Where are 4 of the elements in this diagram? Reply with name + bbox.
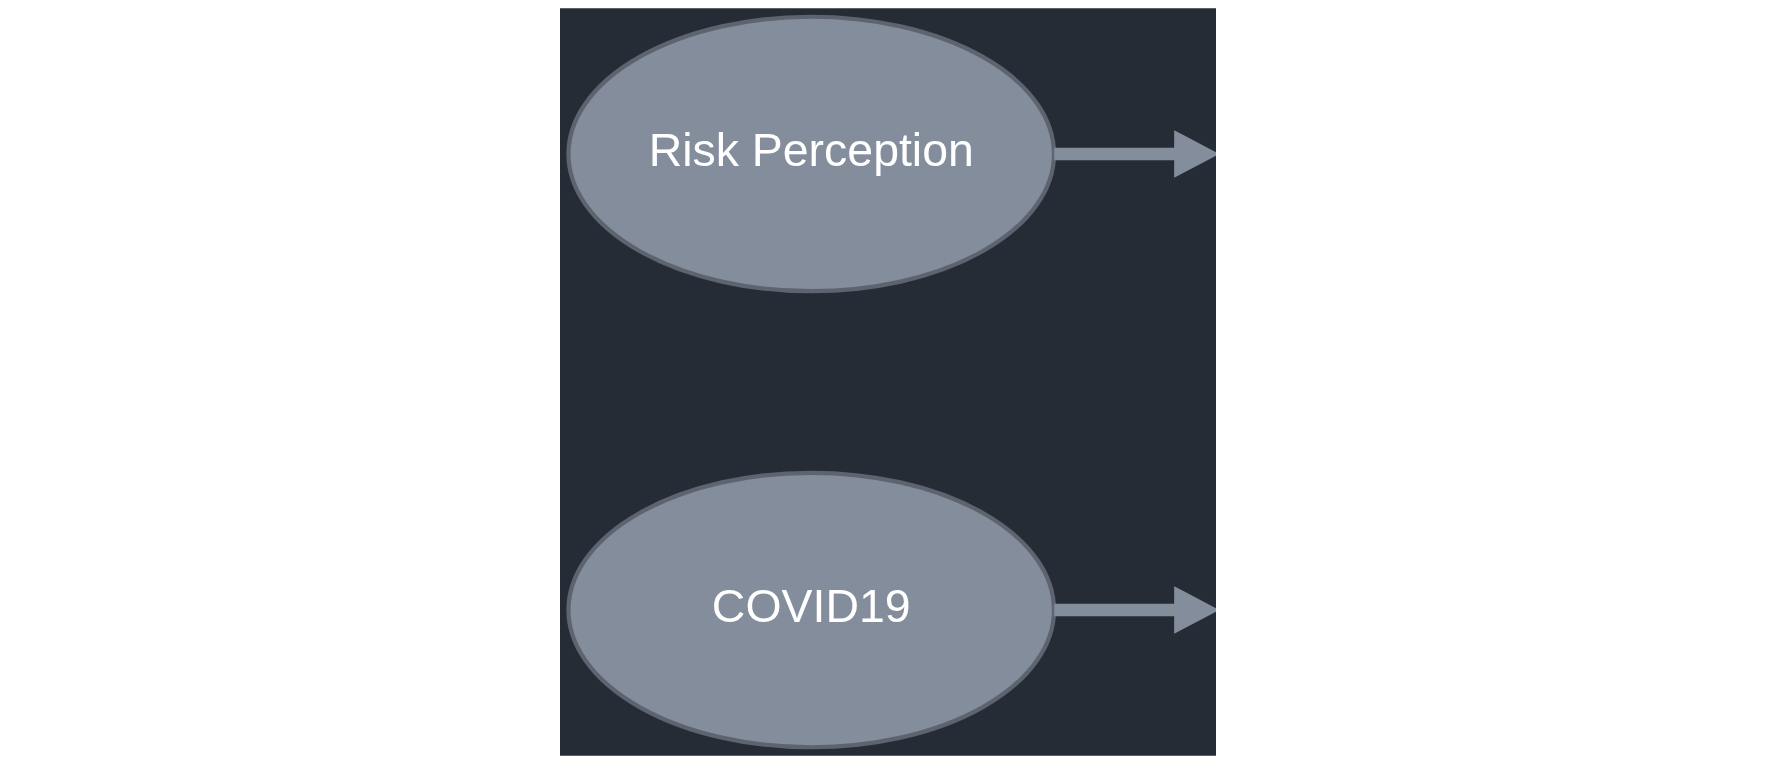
node-ellipse: COVID19 xyxy=(566,470,1057,750)
arrow xyxy=(1054,586,1216,634)
arrow xyxy=(1054,130,1216,178)
node-ellipse: Risk Perception xyxy=(566,14,1057,294)
